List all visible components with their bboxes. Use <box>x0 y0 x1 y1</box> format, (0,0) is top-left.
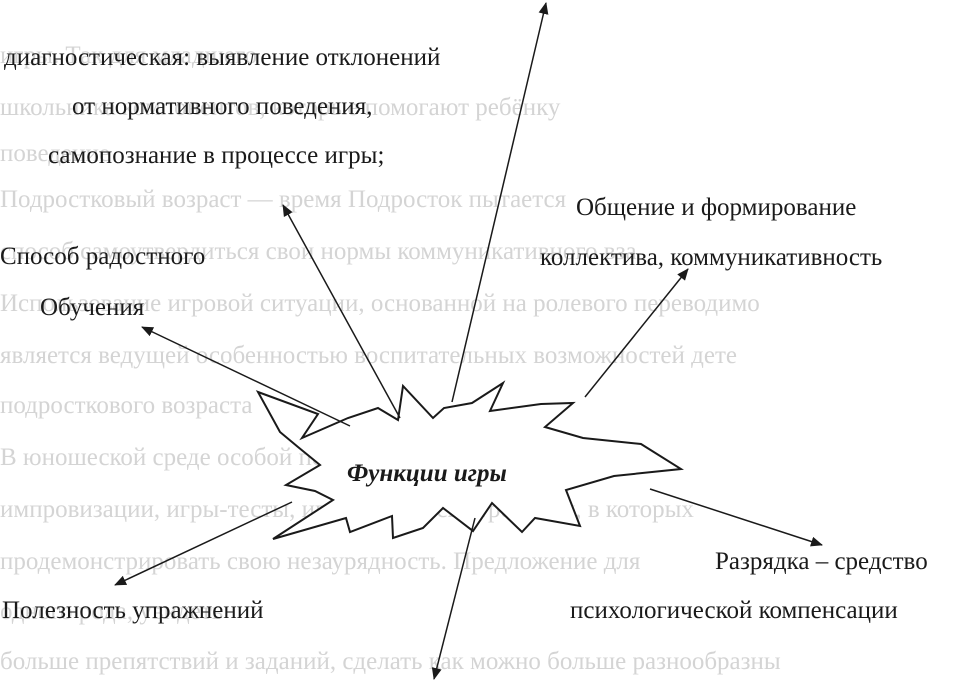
arrow-to-joyful-learning <box>141 326 351 427</box>
label-diagnostic-line-3: самопознание в процессе игры; <box>48 142 385 169</box>
arrow-up-right <box>451 2 549 403</box>
label-joyful-learning-line-2: Обучения <box>40 294 145 321</box>
label-communication-line-1: Общение и формирование <box>576 194 857 221</box>
label-diagnostic-line-2: от нормативного поведения, <box>72 93 373 120</box>
label-discharge-line-2: психологической компенсации <box>570 597 898 624</box>
arrow-down <box>431 517 476 680</box>
arrow-to-usefulness <box>114 501 293 586</box>
center-title: Функции игры <box>347 460 507 487</box>
arrow-to-diagnostic <box>282 204 401 419</box>
label-usefulness: Полезность упражнений <box>2 597 264 624</box>
label-discharge-line-1: Разрядка – средство <box>715 548 928 575</box>
label-diagnostic-line-1: диагностическая: выявление отклонений <box>4 44 441 71</box>
label-joyful-learning-line-1: Способ радостного <box>0 243 206 270</box>
label-communication-line-2: коллектива, коммуникативность <box>540 244 883 271</box>
arrow-to-communication <box>584 268 689 398</box>
center-burst-shape <box>255 380 684 540</box>
arrow-to-discharge <box>649 488 823 547</box>
